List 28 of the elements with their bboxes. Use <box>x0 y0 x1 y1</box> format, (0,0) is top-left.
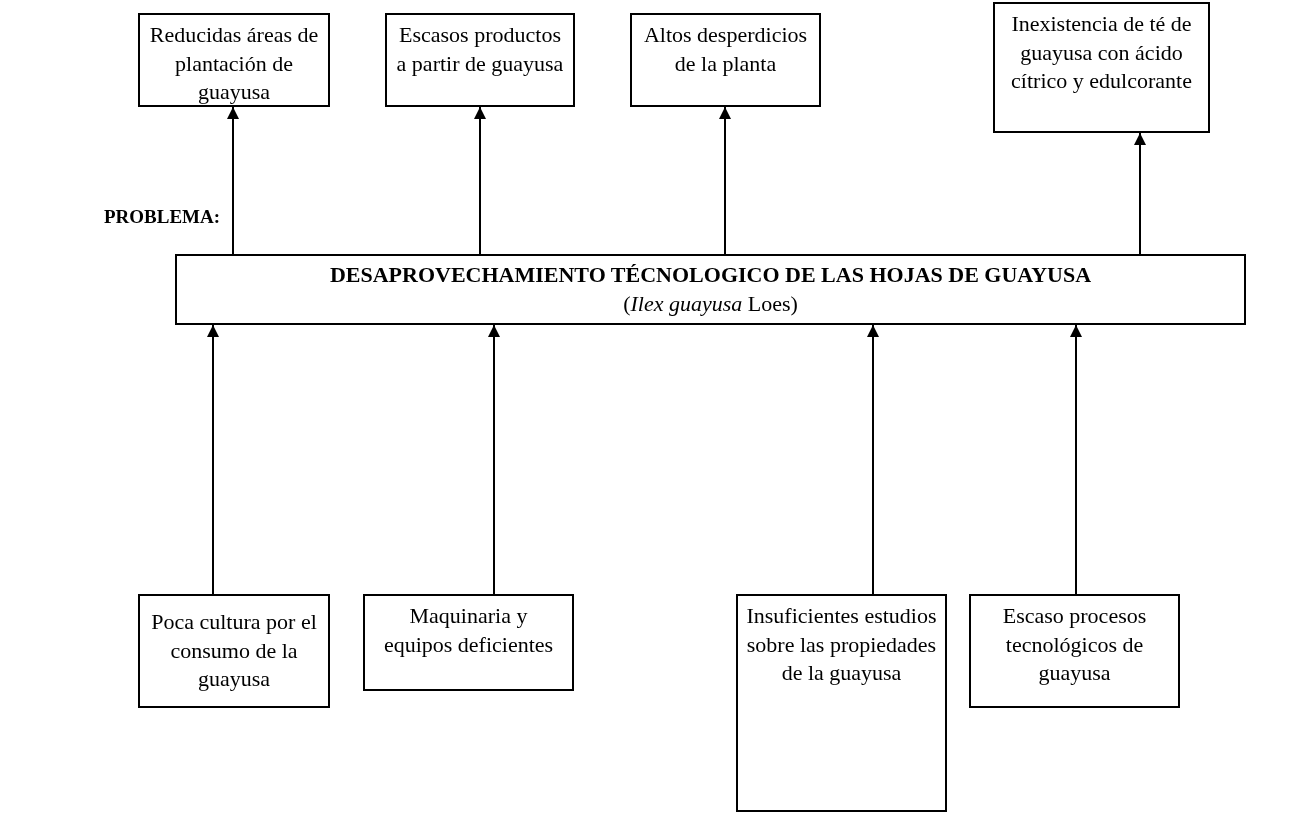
box-text: Altos desperdicios de la planta <box>642 21 809 78</box>
section-label: PROBLEMA: <box>104 206 221 228</box>
box-text: Poca cultura por el consumo de la guayusa <box>150 608 318 694</box>
arrow <box>474 106 486 255</box>
box-text: Insuficientes estudios sobre las propiedades de la guayusa <box>746 602 937 688</box>
problem-title: DESAPROVECHAMIENTO TÉCNOLOGICO DE LAS HOJAS DE GUAYUSA <box>329 260 1092 289</box>
cause-box <box>736 594 947 812</box>
arrow <box>207 324 219 595</box>
box-text: Escasos productos a partir de guayusa <box>395 21 565 78</box>
box-text: Escaso procesos tecnológicos de guayusa <box>1001 602 1148 688</box>
arrow <box>1070 324 1082 595</box>
scientific-name: (Ilex guayusa Loes) <box>623 289 798 318</box>
box-text: Inexistencia de té de guayusa con ácido cítrico y edulcorante <box>1010 10 1193 96</box>
cause-box <box>969 594 1180 708</box>
cause-box <box>363 594 574 691</box>
arrow <box>488 324 500 595</box>
box-text: Maquinaria y equipos deficientes <box>382 602 555 659</box>
effect-box <box>630 13 821 107</box>
arrow <box>719 106 731 255</box>
arrow <box>1134 132 1146 255</box>
effect-box <box>993 2 1210 133</box>
cause-box <box>138 594 330 708</box>
effect-box <box>385 13 575 107</box>
problem-box <box>175 254 1246 325</box>
box-text: Reducidas áreas de plantación de guayusa <box>148 21 320 107</box>
arrow <box>867 324 879 595</box>
effect-box <box>138 13 330 107</box>
arrow <box>227 106 239 255</box>
